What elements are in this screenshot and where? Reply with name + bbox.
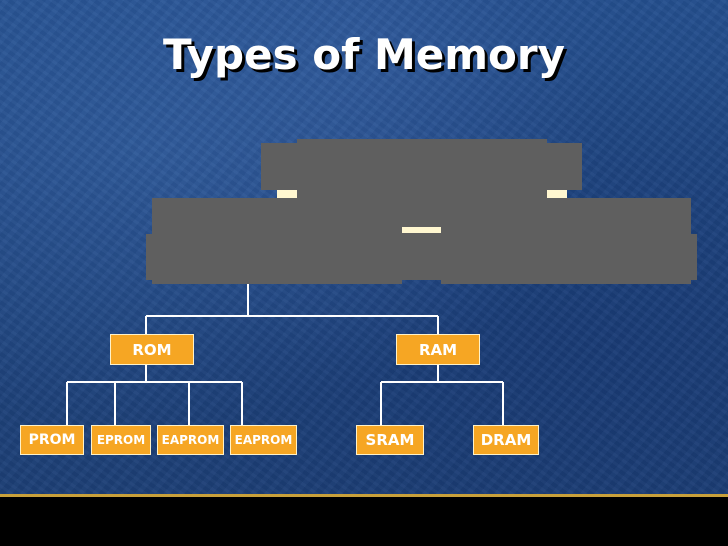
node-eaprom-1-label: EAPROM bbox=[161, 433, 220, 447]
node-dram: DRAM bbox=[473, 425, 539, 455]
node-prom-label: PROM bbox=[28, 432, 76, 448]
node-eaprom-1: EAPROM bbox=[157, 425, 224, 455]
highlight-mark-center bbox=[402, 227, 441, 233]
node-dram-label: DRAM bbox=[480, 431, 532, 449]
redacted-block-top-wide bbox=[261, 143, 582, 190]
redacted-block-middle-right-wide bbox=[441, 234, 697, 280]
node-eprom: EPROM bbox=[91, 425, 151, 455]
slide-title: Types of Memory bbox=[163, 30, 565, 79]
node-rom: ROM bbox=[110, 334, 194, 365]
footer-rule bbox=[0, 494, 728, 497]
node-ram-label: RAM bbox=[418, 340, 458, 359]
slide-background: Types of Memory bbox=[0, 0, 728, 496]
node-eaprom-2-label: EAPROM bbox=[234, 433, 293, 447]
node-sram-label: SRAM bbox=[365, 431, 415, 449]
tree-connectors bbox=[66, 280, 504, 425]
node-eaprom-2: EAPROM bbox=[230, 425, 297, 455]
node-rom-label: ROM bbox=[132, 340, 172, 359]
node-prom: PROM bbox=[20, 425, 84, 455]
node-eprom-label: EPROM bbox=[96, 433, 146, 447]
node-ram: RAM bbox=[396, 334, 480, 365]
highlight-mark-left bbox=[277, 190, 297, 198]
node-sram: SRAM bbox=[356, 425, 424, 455]
highlight-mark-right bbox=[547, 190, 567, 198]
